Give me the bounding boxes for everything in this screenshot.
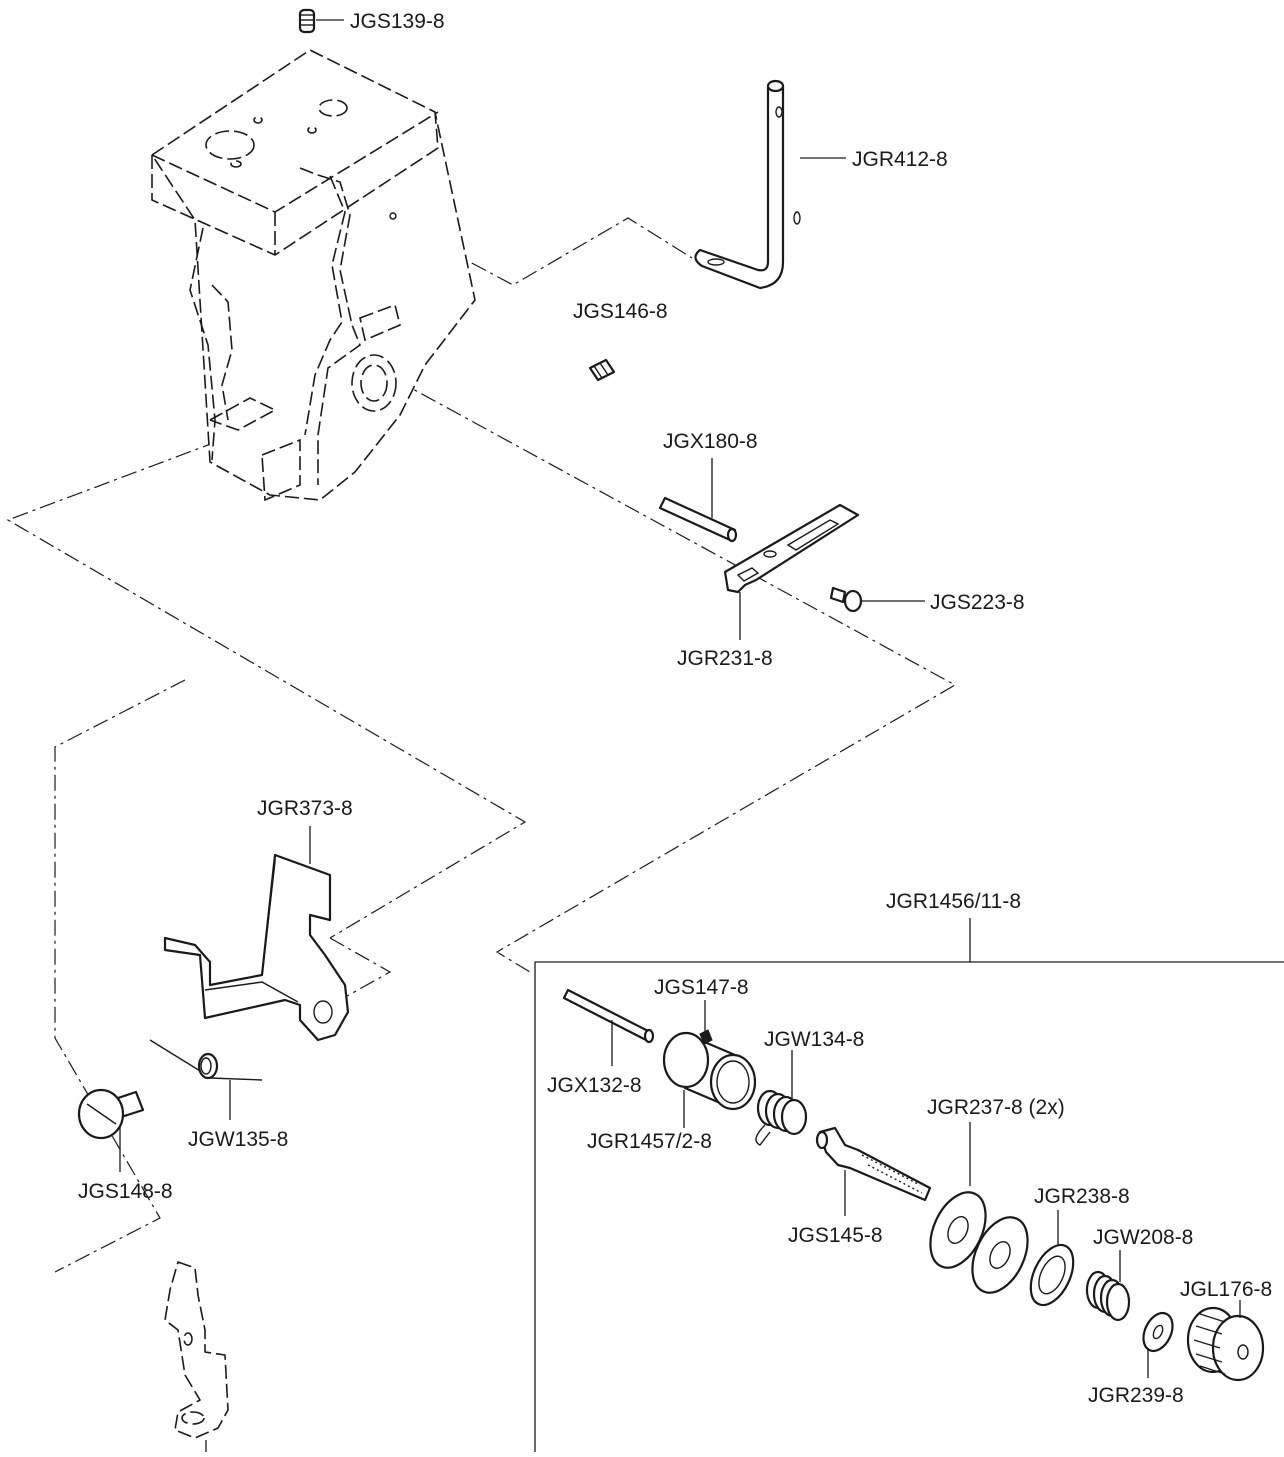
label-jgr1457: JGR1457/2-8 — [587, 1130, 712, 1153]
tension-discs-jgr237 — [929, 1122, 1029, 1294]
label-jgr1456: JGR1456/11-8 — [886, 890, 1021, 913]
label-jgx132: JGX132-8 — [547, 1074, 642, 1097]
tension-stud-jgs145 — [815, 1126, 932, 1216]
label-jgw208: JGW208-8 — [1093, 1226, 1193, 1249]
slotted-plate-jgr231 — [723, 503, 860, 640]
set-screw-jgs139 — [298, 8, 344, 34]
label-jgr373: JGR373-8 — [257, 797, 353, 820]
sleeve-jgr1457 — [662, 1000, 757, 1128]
label-jgr237: JGR237-8 (2x) — [927, 1096, 1065, 1119]
main-housing-phantom — [151, 49, 476, 502]
label-jgr238: JGR238-8 — [1034, 1185, 1130, 1208]
assembly-axes — [6, 217, 957, 1273]
washer-jgr238 — [1029, 1210, 1075, 1307]
l-rod-jgr412 — [694, 79, 846, 290]
label-jgs145: JGS145-8 — [788, 1224, 883, 1247]
lever-jgr373 — [163, 826, 350, 1042]
pin-jgx180 — [658, 458, 738, 543]
spring-jgw208 — [1085, 1250, 1131, 1322]
label-jgs223: JGS223-8 — [930, 591, 1025, 614]
spring-jgw134 — [755, 1050, 808, 1146]
label-jgs146: JGS146-8 — [573, 300, 668, 323]
label-jgw135: JGW135-8 — [188, 1128, 288, 1151]
label-jgx180: JGX180-8 — [663, 430, 758, 453]
label-jgr231: JGR231-8 — [677, 647, 773, 670]
washer-jgr239 — [1142, 1311, 1174, 1378]
part-labels: JGS139-8 JGR412-8 JGS146-8 JGX180-8 JGS2… — [78, 10, 1272, 1407]
label-jgr239: JGR239-8 — [1088, 1384, 1184, 1407]
sub-assembly-frame — [534, 918, 1284, 1452]
label-jgs148: JGS148-8 — [78, 1180, 173, 1203]
label-jgl176: JGL176-8 — [1180, 1278, 1272, 1301]
label-jgw134: JGW134-8 — [764, 1028, 864, 1051]
label-jgs139: JGS139-8 — [350, 10, 445, 33]
label-jgr412: JGR412-8 — [852, 148, 948, 171]
set-screw-jgs146 — [588, 358, 616, 382]
screw-jgs223 — [829, 586, 925, 613]
pin-jgx132 — [562, 988, 655, 1066]
torsion-spring-jgw135 — [149, 1039, 263, 1120]
bottom-bracket-phantom — [164, 1261, 229, 1452]
knurled-nut-jgl176 — [1186, 1300, 1265, 1382]
label-jgs147: JGS147-8 — [654, 976, 749, 999]
shoulder-screw-jgs148 — [77, 1088, 145, 1172]
